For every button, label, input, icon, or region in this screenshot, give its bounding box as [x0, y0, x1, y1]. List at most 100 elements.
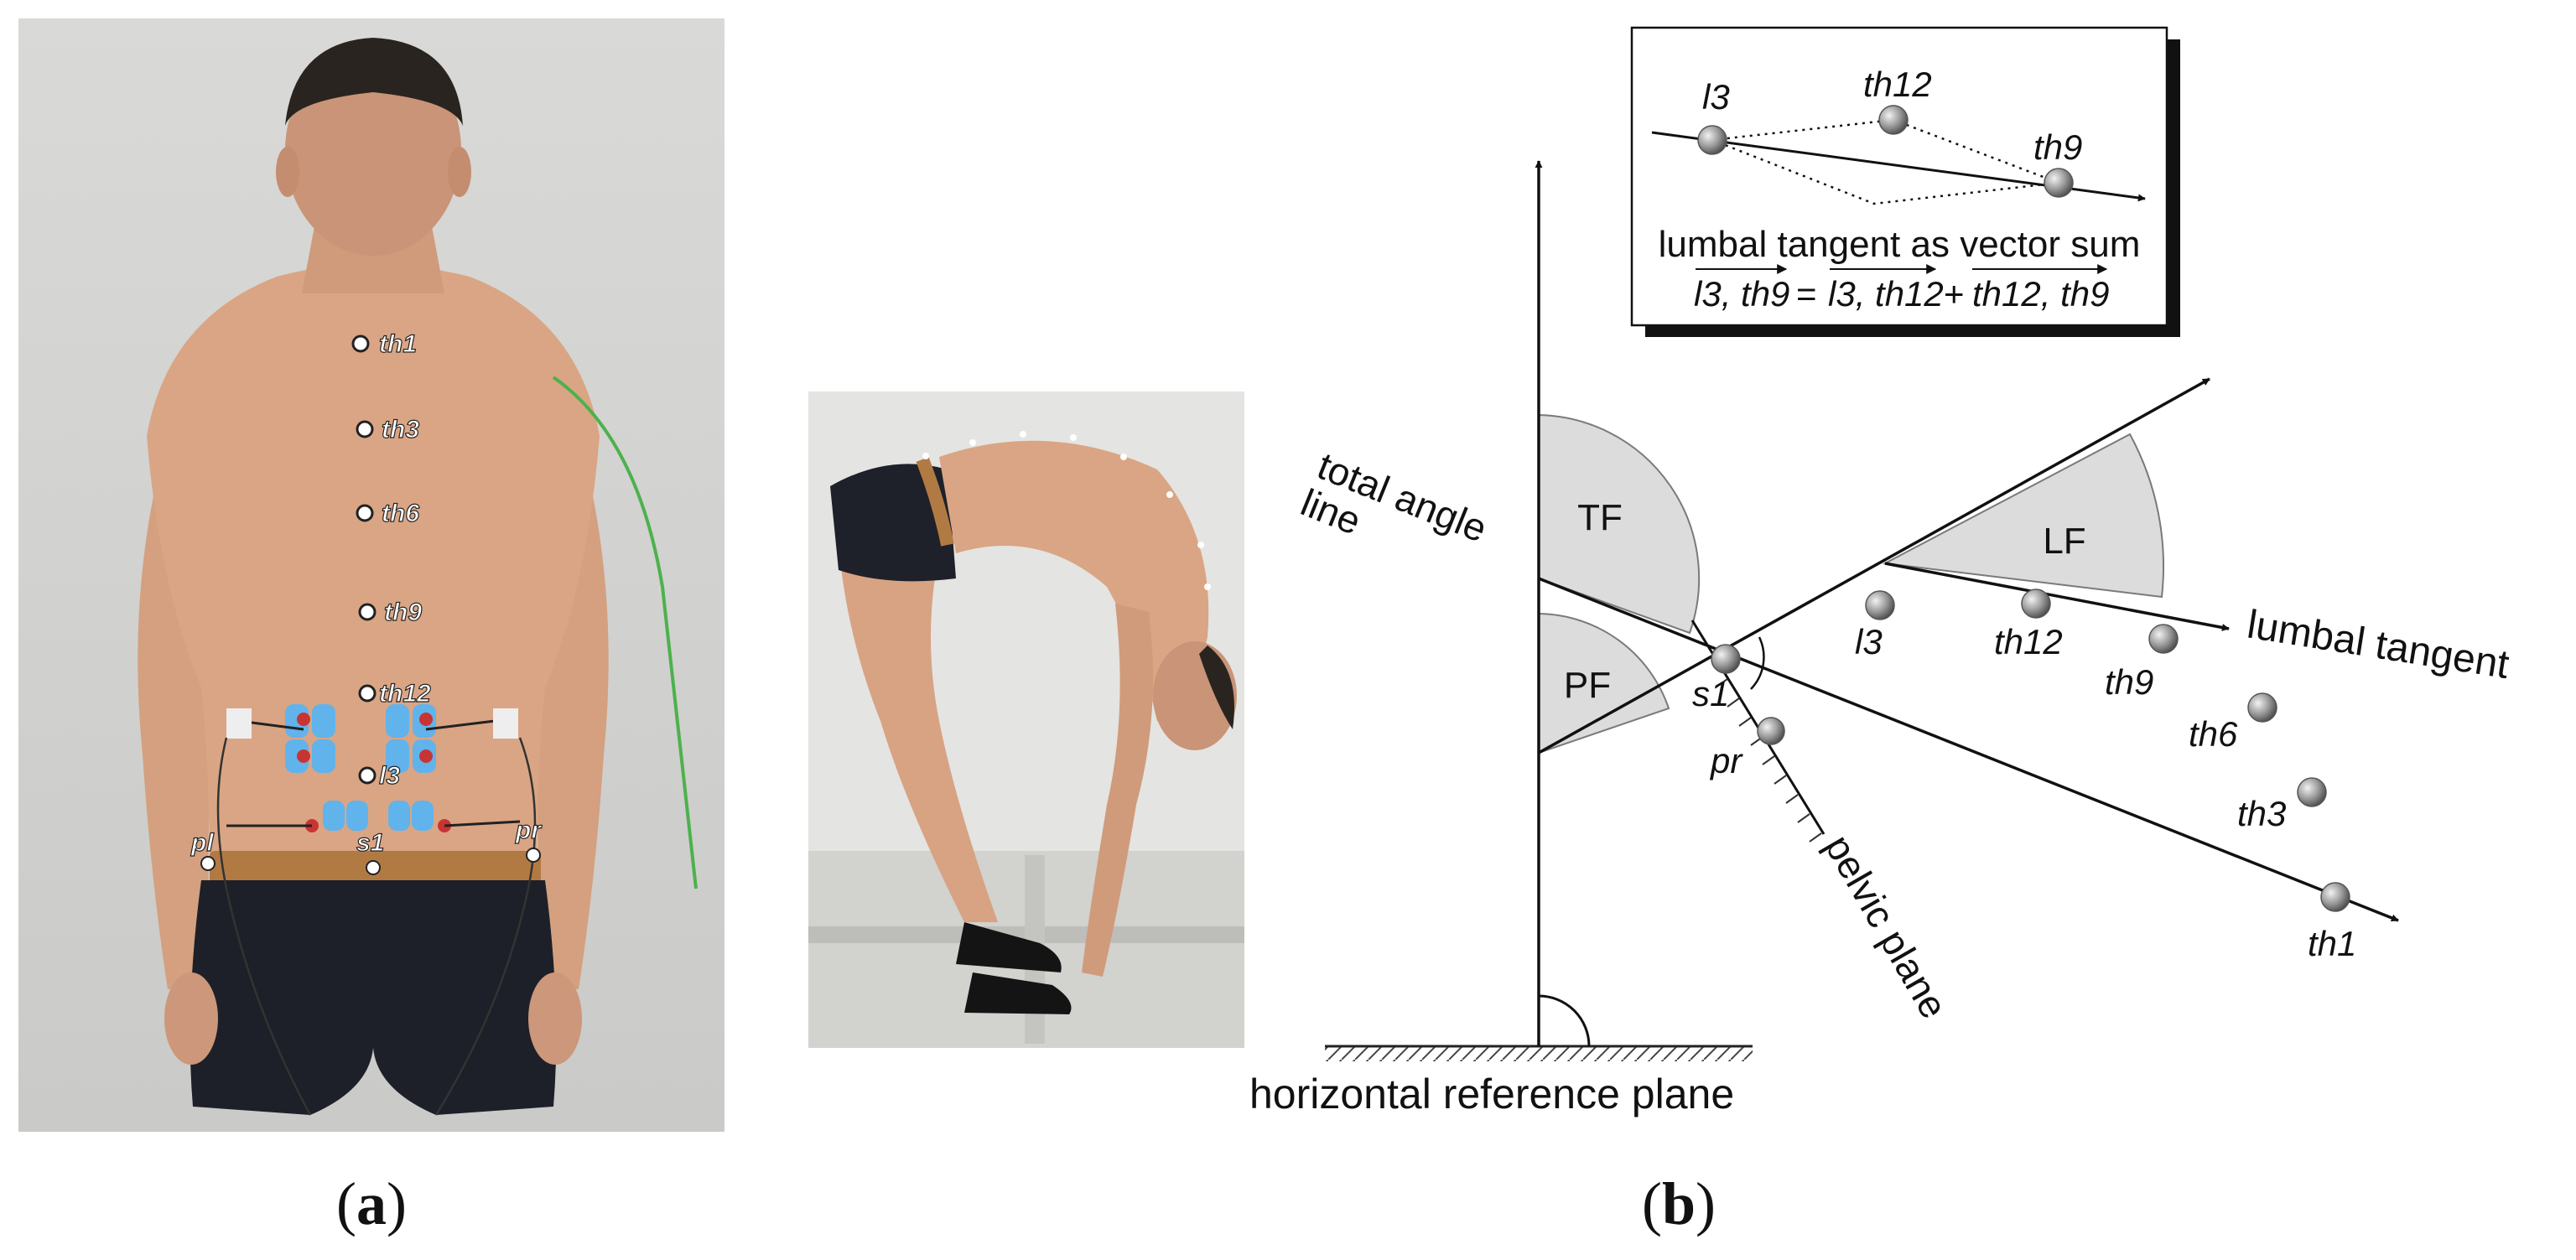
upper-line — [1538, 377, 2210, 754]
caption-a-open: ( — [336, 1170, 356, 1237]
inset-ball-th9 — [2044, 168, 2074, 198]
marker-pl — [200, 856, 216, 871]
side-sock-front — [964, 972, 1072, 1014]
electrode-clip — [419, 749, 433, 763]
marker-l3 — [358, 766, 377, 785]
label-l3: l3 — [379, 762, 400, 790]
electrodes-lower — [216, 737, 537, 1116]
side-marker — [969, 439, 976, 446]
lf-angle-sector — [1882, 433, 2164, 599]
ball-th3 — [2297, 777, 2327, 807]
equation-plus: + — [1944, 274, 1965, 314]
side-hair — [1199, 646, 1234, 729]
pf-angle-sector — [1538, 612, 1670, 754]
side-arm — [1082, 604, 1153, 977]
side-marker — [1204, 583, 1211, 590]
label-th12: th12 — [379, 680, 431, 708]
marker-th1 — [351, 334, 370, 353]
inset-dotted-path — [1711, 118, 2059, 205]
caption-b-letter: b — [1662, 1170, 1696, 1237]
left-arm — [138, 436, 218, 989]
inset-frame — [1630, 26, 2168, 327]
marker-s1 — [366, 860, 381, 875]
total-angle-line-label: total angle line — [1295, 443, 1493, 551]
label-th3: th3 — [382, 416, 419, 443]
side-marker — [1070, 434, 1077, 441]
left-hand — [164, 972, 218, 1065]
electrode-pad — [346, 801, 368, 831]
caption-b: (b) — [1642, 1170, 1716, 1237]
electrode-pad — [386, 739, 409, 773]
side-marker — [1020, 431, 1026, 438]
electrodes-upper — [226, 704, 518, 773]
s1-angle-arc — [1750, 636, 1765, 690]
right-hand — [528, 972, 582, 1065]
diagram-markers — [1711, 589, 2350, 912]
side-spine-markers — [922, 431, 1211, 590]
inset-ball-th12 — [1878, 105, 1909, 135]
right-angle-arc — [1538, 994, 1591, 1047]
right-arm — [528, 436, 609, 989]
side-sock-back — [956, 922, 1062, 972]
pelvic-plane-hatch — [1715, 678, 1822, 843]
inset-label-l3: l3 — [1702, 77, 1730, 117]
photo-marker-labels: th1 th3 th6 th9 th12 l3 s1 pl pr — [190, 329, 543, 857]
point-label-s1: s1 — [1692, 674, 1729, 713]
photo-back-view: th1 th3 th6 th9 th12 l3 s1 pl pr — [18, 18, 724, 1132]
tf-angle-sector — [1538, 413, 1701, 635]
point-label-pr: pr — [1709, 741, 1743, 780]
green-cable — [552, 376, 698, 889]
electrode-pad — [388, 801, 410, 831]
marker-th6 — [356, 504, 374, 522]
side-shorts — [830, 464, 956, 582]
left-ear — [276, 147, 299, 197]
equation-term-2: th12, th9 — [1972, 274, 2109, 314]
electrode-clip — [297, 749, 310, 763]
ground-hatch — [1325, 1046, 1753, 1061]
side-belt — [916, 457, 954, 547]
ball-pr — [1757, 717, 1785, 745]
electrode-pad — [412, 801, 434, 831]
side-marker — [1197, 542, 1204, 548]
photo-side-view — [808, 391, 1244, 1048]
ball-th9 — [2148, 624, 2179, 654]
equation-term-1: l3, th12 — [1828, 274, 1944, 314]
ball-s1 — [1711, 644, 1741, 674]
electrode-wire — [216, 737, 537, 1116]
side-marker — [1120, 454, 1127, 460]
photo-spine-markers — [200, 334, 541, 875]
marker-pr — [526, 848, 541, 863]
horizontal-reference-plane-label: horizontal reference plane — [1249, 1071, 1734, 1117]
hair — [285, 38, 463, 126]
label-th1: th1 — [379, 330, 417, 358]
ball-th12 — [2021, 589, 2051, 619]
electrode-clip — [419, 713, 433, 726]
side-legs — [839, 545, 998, 922]
electrode-pad — [312, 704, 335, 738]
electrode-clip — [297, 713, 310, 726]
ball-th6 — [2247, 692, 2277, 723]
lf-label: LF — [2043, 521, 2085, 562]
side-marker — [1166, 491, 1173, 498]
electrode-pad — [323, 801, 345, 831]
tape — [493, 708, 518, 739]
inset-caption: lumbal tangent as vector sum — [1659, 224, 2141, 265]
electrode-wire — [226, 820, 521, 827]
point-label-th6: th6 — [2189, 714, 2238, 754]
inset-label-th12: th12 — [1863, 65, 1932, 104]
lumbal-tangent-line — [1884, 562, 2230, 631]
point-label-th1: th1 — [2308, 924, 2356, 963]
lumbal-tangent-label: lumbal tangent — [2244, 603, 2511, 688]
diagram-point-labels: s1 pr l3 th12 th9 th6 th3 th1 — [1692, 622, 2356, 963]
label-pl: pl — [190, 829, 214, 857]
caption-a-letter: a — [356, 1170, 387, 1237]
caption-a: (a) — [336, 1170, 407, 1237]
pf-label: PF — [1564, 665, 1611, 706]
equation-equals: = — [1796, 274, 1817, 314]
side-marker — [922, 453, 929, 459]
tape — [226, 708, 252, 739]
inset-box: l3 th12 th9 lumbal tangent as vector sum… — [1630, 26, 2180, 337]
right-ear — [448, 147, 471, 197]
point-label-th12: th12 — [1994, 622, 2063, 661]
